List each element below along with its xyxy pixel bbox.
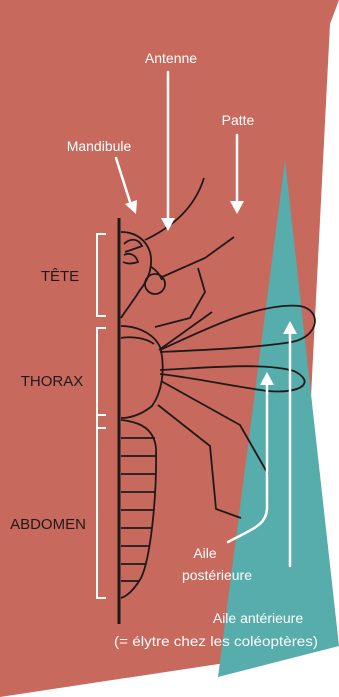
label-antenne: Antenne	[145, 50, 197, 66]
label-thorax: THORAX	[21, 373, 84, 390]
label-patte: Patte	[222, 112, 255, 128]
label-abdomen: ABDOMEN	[10, 516, 86, 533]
label-aile-anterieure-line1: Aile antérieure	[213, 610, 303, 626]
label-aile-posterieure-line1: Aile	[193, 545, 217, 561]
label-tete: TÊTE	[41, 268, 79, 285]
label-aile-anterieure-line2: (= élytre chez les coléoptères)	[114, 633, 318, 649]
label-aile-posterieure-line2: postérieure	[182, 567, 252, 583]
label-mandibule: Mandibule	[67, 138, 132, 154]
